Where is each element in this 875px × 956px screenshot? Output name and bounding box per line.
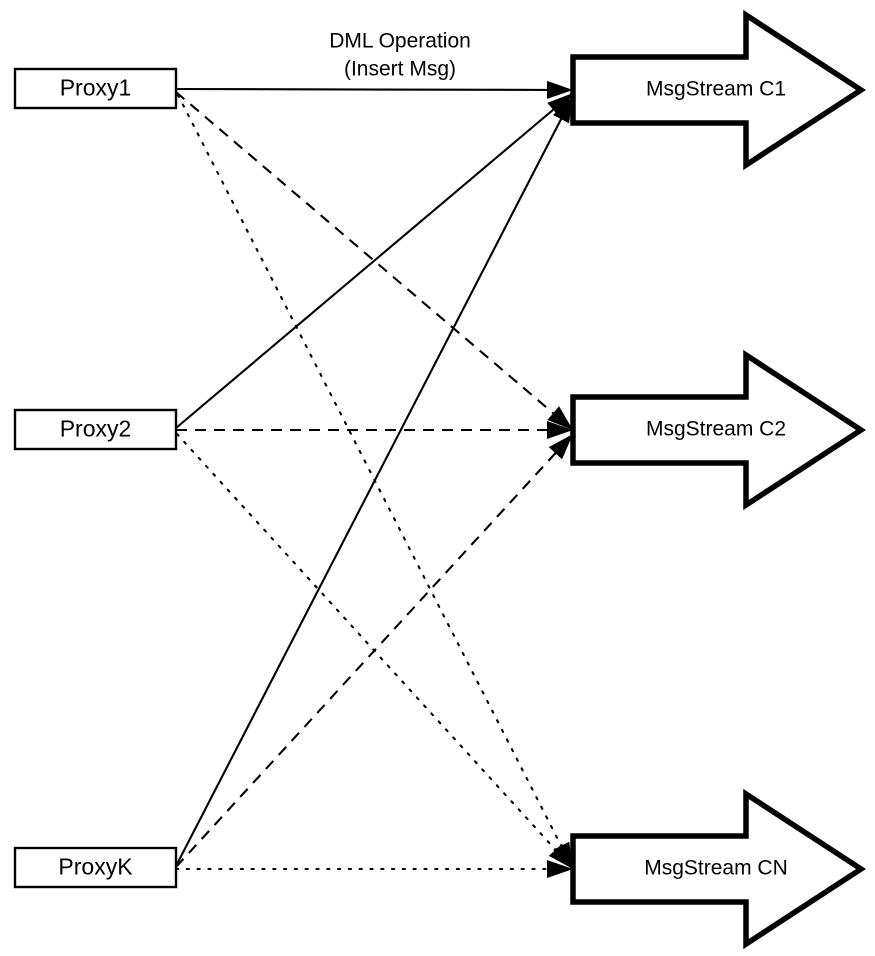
proxy-box-proxy1 <box>13 67 178 110</box>
msgstream-c1-shape <box>570 9 867 171</box>
proxy-box-proxy2 <box>13 408 178 451</box>
proxy-node-proxy1[interactable]: Proxy1 <box>13 67 178 110</box>
msgstream-c2-label: MsgStream C2 <box>646 418 786 441</box>
dml-operation-line2: (Insert Msg) <box>344 58 456 81</box>
streams-layer: MsgStream C1 MsgStream C2 MsgStream CN <box>570 9 867 950</box>
arrowhead-proxy1-to-c1 <box>546 80 573 99</box>
edges-layer <box>174 87 575 871</box>
msgstream-c1-label: MsgStream C1 <box>646 78 786 101</box>
proxy-label-proxy1: Proxy1 <box>60 75 132 101</box>
proxy-node-proxyK[interactable]: ProxyK <box>13 846 178 889</box>
arrowhead-proxyK-to-c1 <box>553 96 573 124</box>
msgstream-c1[interactable]: MsgStream C1 <box>570 9 867 171</box>
msgstream-cn[interactable]: MsgStream CN <box>570 788 867 950</box>
arrowhead-proxyK-to-c2 <box>548 434 573 460</box>
proxy-label-proxy2: Proxy2 <box>60 416 132 442</box>
edge-proxy1-to-c1 <box>175 87 574 92</box>
proxy-node-proxy2[interactable]: Proxy2 <box>13 408 178 451</box>
arrowhead-proxyK-to-cn <box>547 860 573 878</box>
msgstream-c2-shape <box>570 349 867 511</box>
msgstream-c2[interactable]: MsgStream C2 <box>570 349 867 511</box>
edge-proxy1-to-cn <box>176 93 575 871</box>
arrowhead-proxy2-to-cn <box>548 843 573 869</box>
msgstream-cn-shape <box>570 788 867 950</box>
edge-proxy1-to-c2 <box>175 91 574 431</box>
arrowhead-proxy1-to-c2 <box>547 406 573 430</box>
arrowheads-layer <box>546 80 573 878</box>
edge-proxy2-to-c1 <box>175 92 574 429</box>
arrowhead-proxy2-to-c1 <box>547 93 573 117</box>
msgstream-cn-label: MsgStream CN <box>644 857 788 880</box>
edge-proxyK-to-c1 <box>175 95 574 867</box>
proxy-box-proxyK <box>13 846 178 889</box>
dml-operation-line1: DML Operation <box>329 30 471 53</box>
edge-proxyK-to-c2 <box>175 433 574 868</box>
arrowhead-proxy2-to-c2 <box>547 421 573 439</box>
proxy-label-proxyK: ProxyK <box>58 854 133 880</box>
dml-operation-annotation: DML Operation (Insert Msg) <box>329 30 471 81</box>
